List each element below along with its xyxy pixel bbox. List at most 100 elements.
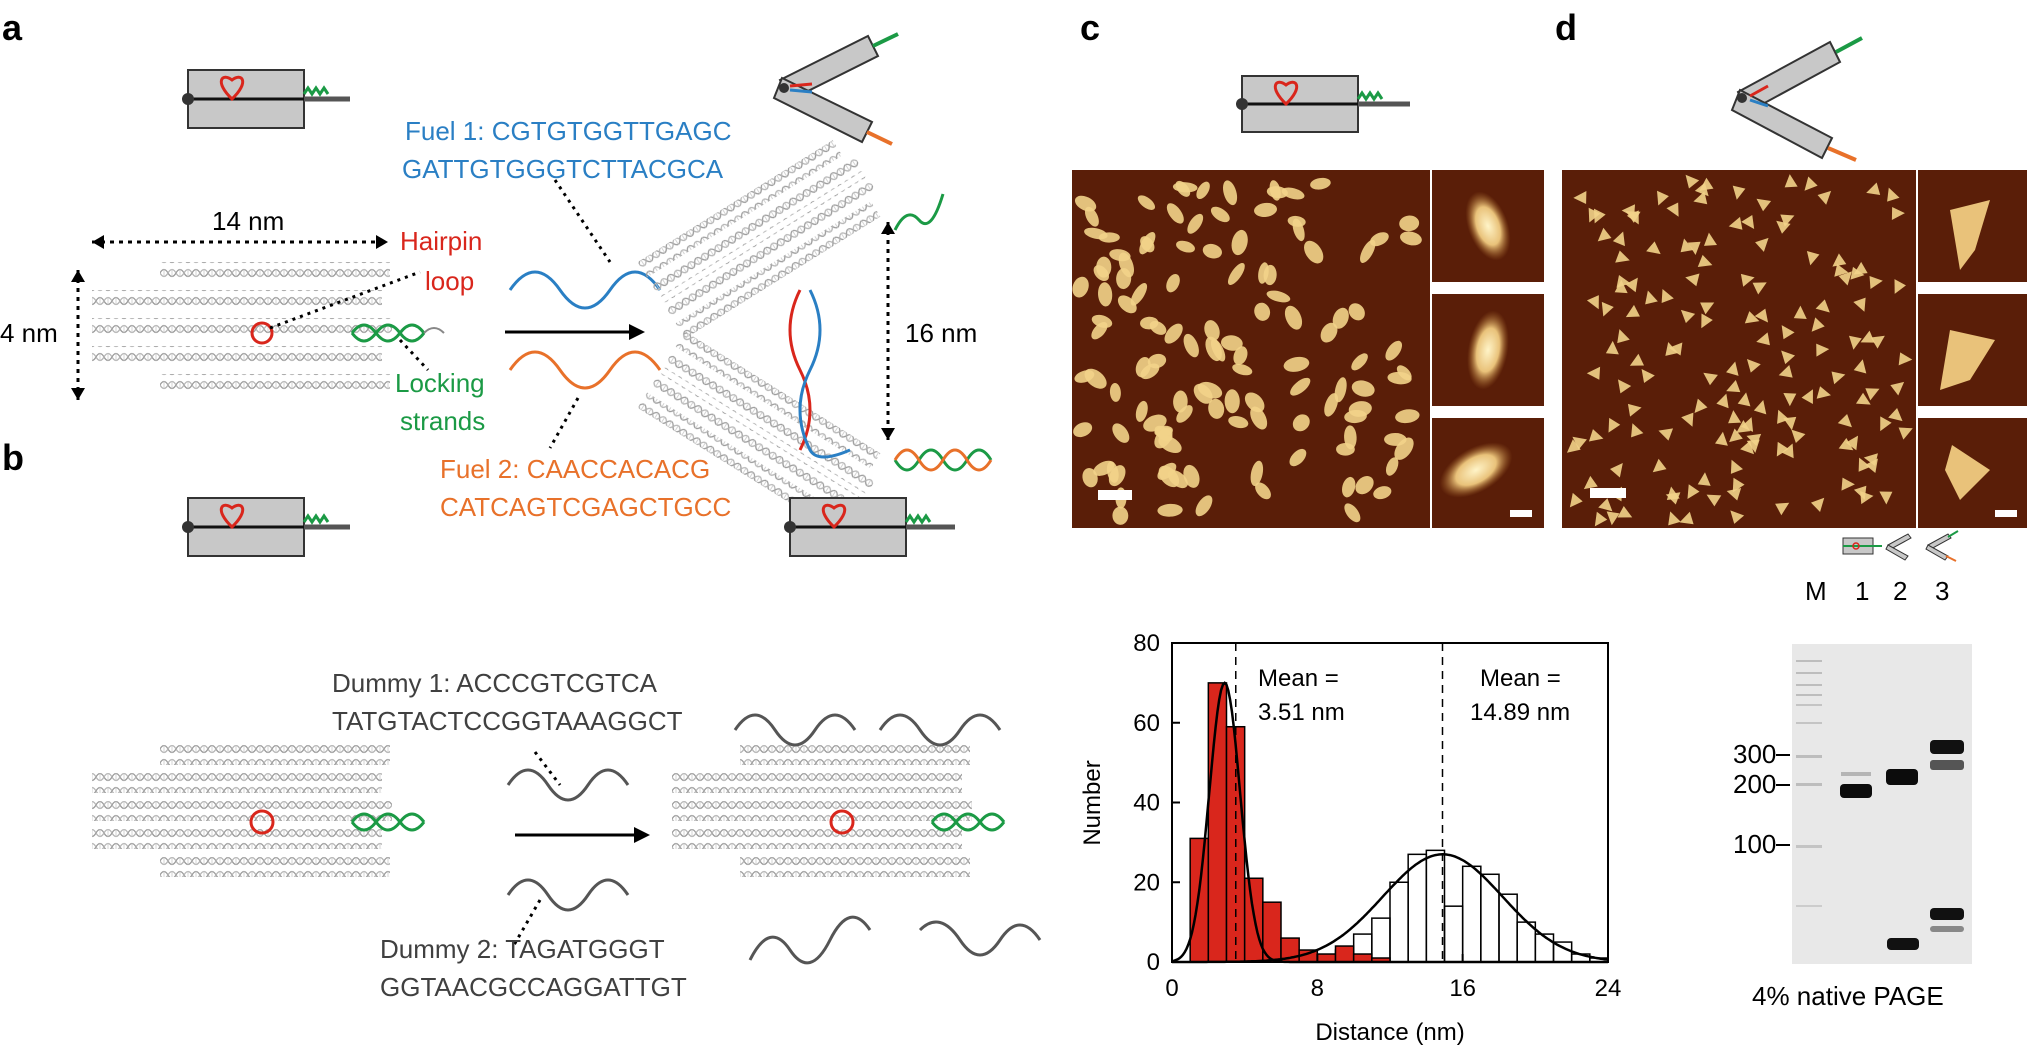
afm-particle — [1137, 195, 1156, 210]
afm-particle — [1680, 309, 1696, 324]
afm-particle — [1860, 491, 1874, 505]
afm-particle — [1746, 358, 1761, 373]
afm-particle — [1890, 381, 1905, 396]
open-schematic-icon — [772, 32, 899, 146]
afm-particle — [1746, 433, 1762, 447]
afm-particle — [1728, 216, 1743, 230]
afm-particle — [1668, 511, 1681, 526]
afm-particle — [1612, 231, 1625, 247]
afm-particle — [1394, 437, 1414, 460]
afm-particle — [1645, 290, 1658, 305]
afm-particle — [1074, 195, 1097, 212]
afm-particle — [1687, 241, 1701, 255]
afm-particle — [1157, 503, 1183, 517]
afm-particle — [1816, 386, 1831, 399]
lane-label-2: 2 — [1893, 576, 1907, 606]
afm-scale-bar-d — [1590, 488, 1626, 498]
afm-particle — [1250, 460, 1264, 487]
fuel1-line1: Fuel 1: CGTGTGGTTGAGC — [405, 116, 731, 146]
afm-particle — [1784, 174, 1798, 188]
closed-origami-bundle-b-left — [92, 745, 426, 877]
afm-particle — [1744, 311, 1760, 324]
afm-particle — [1693, 191, 1708, 205]
afm-particle — [1865, 388, 1880, 401]
lane-label-3: 3 — [1935, 576, 1949, 606]
afm-particle — [1224, 389, 1240, 414]
afm-particle — [1355, 476, 1374, 495]
afm-particle — [1855, 392, 1871, 405]
y-tick-label: 40 — [1133, 790, 1160, 817]
afm-particle — [1781, 443, 1794, 459]
afm-particle — [1783, 416, 1797, 431]
afm-particle — [1716, 393, 1729, 409]
afm-particle — [1588, 207, 1601, 223]
afm-particle — [1196, 181, 1210, 200]
afm-particle — [1210, 206, 1230, 223]
afm-particle — [1694, 398, 1708, 413]
afm-particle — [1569, 492, 1583, 508]
afm-particle — [1817, 190, 1832, 205]
afm-particle — [1130, 282, 1148, 306]
fuel2-strand — [508, 350, 662, 390]
afm-particle — [1266, 290, 1291, 303]
afm-particle — [1205, 336, 1222, 362]
afm-particle — [1594, 511, 1608, 527]
afm-particle — [1776, 441, 1789, 457]
afm-particle — [1781, 350, 1796, 365]
afm-particle — [1583, 475, 1598, 490]
x-tick-label: 24 — [1595, 975, 1622, 1002]
afm-particles-closed — [1072, 177, 1422, 525]
afm-particle — [1801, 389, 1813, 404]
x-axis-label: Distance (nm) — [1315, 1019, 1464, 1046]
afm-particle — [1106, 461, 1119, 483]
afm-particle — [1572, 436, 1587, 450]
afm-particle — [1281, 187, 1305, 200]
dummy2-line1: Dummy 2: TAGATGGGT — [380, 934, 665, 964]
afm-particle — [1222, 180, 1238, 206]
closed-schematic-icon-c — [1236, 75, 1410, 133]
afm-particle — [1626, 210, 1639, 225]
gel-lane-icons — [1842, 530, 1959, 562]
afm-particle — [1697, 254, 1713, 268]
afm-particle — [1701, 313, 1713, 329]
afm-particle — [1164, 323, 1183, 344]
dummy2-strand — [506, 878, 630, 912]
afm-particle — [1778, 365, 1793, 378]
open-origami-bundle — [637, 140, 993, 530]
afm-particle — [1606, 511, 1620, 526]
afm-particle — [1726, 361, 1739, 376]
afm-particle — [1729, 428, 1743, 443]
afm-particle — [1730, 459, 1744, 474]
afm-particle — [1685, 174, 1700, 189]
afm-particle — [1586, 366, 1601, 380]
afm-particle — [1816, 343, 1830, 357]
afm-particle — [1740, 273, 1755, 287]
panel-b: Dummy 1: ACCCGTCGTCA TATGTACTCCGGTAAAGGC… — [92, 497, 1042, 1002]
afm-particle — [1290, 377, 1311, 396]
dummy1-strand — [506, 768, 630, 802]
afm-particle — [1183, 333, 1199, 358]
afm-particle — [1866, 182, 1881, 195]
histogram-bar — [1334, 945, 1355, 963]
afm-particle — [1810, 497, 1825, 512]
afm-particle — [1084, 206, 1099, 227]
afm-particle — [1756, 332, 1770, 346]
dummy2-line2: GGTAACGCCAGGATTGT — [380, 972, 687, 1002]
afm-particle — [1898, 427, 1913, 440]
afm-particle — [1666, 202, 1679, 217]
ladder-bands — [1796, 660, 1822, 907]
afm-particle — [1588, 429, 1604, 442]
locking-label-line2: strands — [400, 406, 485, 436]
afm-particle — [1783, 392, 1797, 407]
gaussian-fit-line — [1171, 681, 1608, 964]
afm-particle — [1232, 363, 1253, 376]
fuel1-strand — [508, 270, 662, 310]
afm-particle — [1310, 177, 1331, 190]
hairpin-label-line2: loop — [425, 266, 474, 296]
fuel1-line2: GATTGTGGGTCTTACGCA — [402, 154, 724, 184]
afm-particle — [1838, 271, 1852, 286]
afm-particle — [1629, 353, 1645, 366]
afm-particle — [1891, 207, 1905, 221]
afm-particle — [1860, 330, 1875, 343]
afm-particle — [1187, 213, 1204, 234]
